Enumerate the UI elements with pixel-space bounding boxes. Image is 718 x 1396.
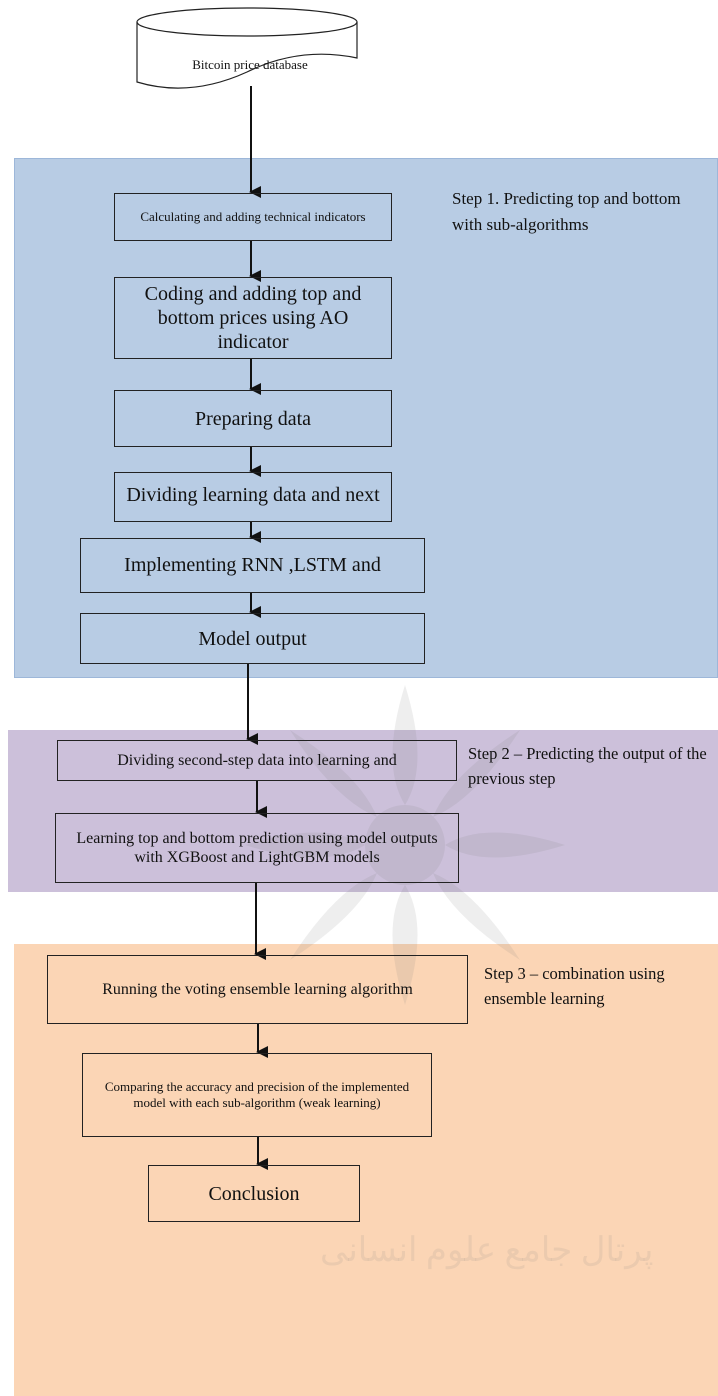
step-3-panel bbox=[14, 944, 718, 1396]
box-dividing-learning-data: Dividing learning data and next bbox=[114, 472, 392, 522]
box-model-output: Model output bbox=[80, 613, 425, 664]
box-implementing-models: Implementing RNN ,LSTM and bbox=[80, 538, 425, 593]
database-cylinder-icon bbox=[136, 7, 358, 89]
watermark-emblem bbox=[245, 685, 565, 1005]
box-calculating-indicators: Calculating and adding technical indicat… bbox=[114, 193, 392, 241]
watermark-text: پرتال جامع علوم انسانی bbox=[320, 1232, 654, 1269]
step-3-label: Step 3 – combination using ensemble lear… bbox=[484, 964, 665, 1008]
step-1-label: Step 1. Predicting top and bottom with s… bbox=[452, 189, 681, 234]
box-coding-top-bottom: Coding and adding top and bottom prices … bbox=[114, 277, 392, 359]
box-voting-ensemble: Running the voting ensemble learning alg… bbox=[47, 955, 468, 1024]
box-learning-top-bottom: Learning top and bottom prediction using… bbox=[55, 813, 459, 883]
step-1-panel bbox=[14, 158, 718, 678]
box-comparing-accuracy: Comparing the accuracy and precision of … bbox=[82, 1053, 432, 1137]
step-2-panel bbox=[8, 730, 718, 892]
box-dividing-second-step: Dividing second-step data into learning … bbox=[57, 740, 457, 781]
step-2-label: Step 2 – Predicting the output of the pr… bbox=[468, 744, 707, 788]
box-conclusion: Conclusion bbox=[148, 1165, 360, 1222]
database-label: Bitcoin price database bbox=[192, 57, 308, 73]
box-preparing-data: Preparing data bbox=[114, 390, 392, 447]
